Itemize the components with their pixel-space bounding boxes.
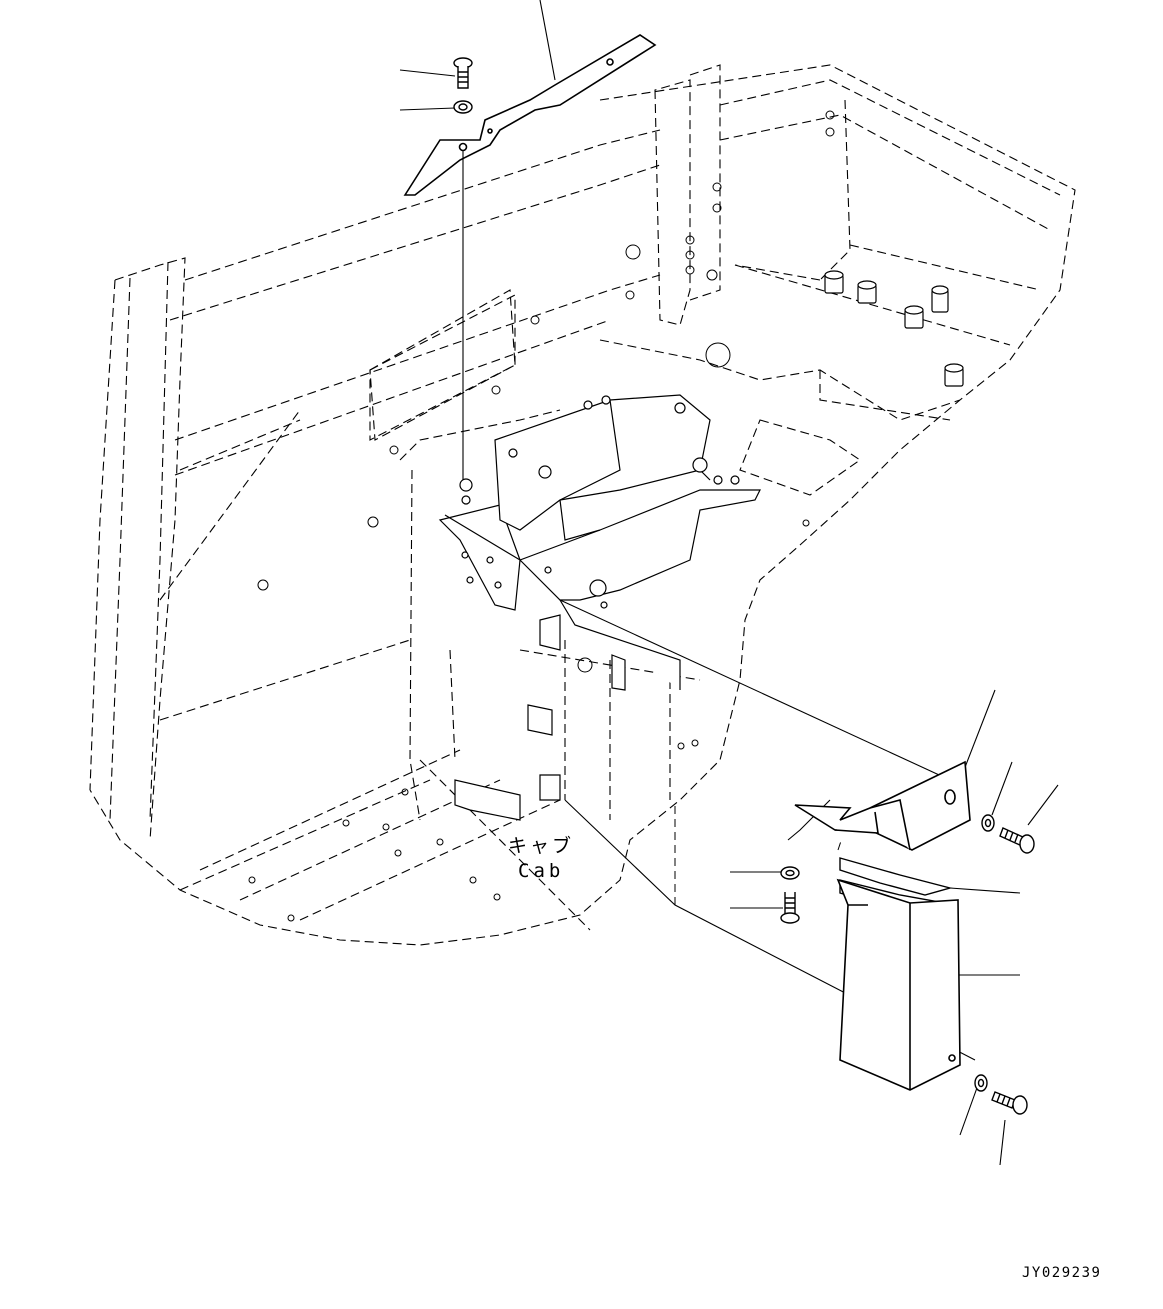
mounting-holes: [248, 110, 835, 922]
dashed-guides: [674, 805, 843, 905]
floor-bosses: [824, 270, 964, 387]
washer-top: [453, 100, 473, 114]
washer-right-lower: [974, 1074, 988, 1092]
cover-lower: [836, 878, 961, 1091]
cab-label-japanese: キャブ: [508, 834, 574, 857]
bolt-left-mid: [780, 892, 800, 924]
washer-left-mid: [780, 866, 800, 880]
cab-label-english: Cab: [518, 860, 564, 882]
cover-plate-top: [403, 34, 657, 196]
console-assembly: [438, 394, 761, 821]
bolt-right-upper: [999, 827, 1035, 854]
cover-upper: [794, 760, 971, 851]
bolt-right-lower: [991, 1091, 1028, 1115]
drawing-id: JY029239: [1022, 1265, 1101, 1281]
washer-right-upper: [981, 814, 995, 832]
bolt-top: [453, 57, 473, 89]
